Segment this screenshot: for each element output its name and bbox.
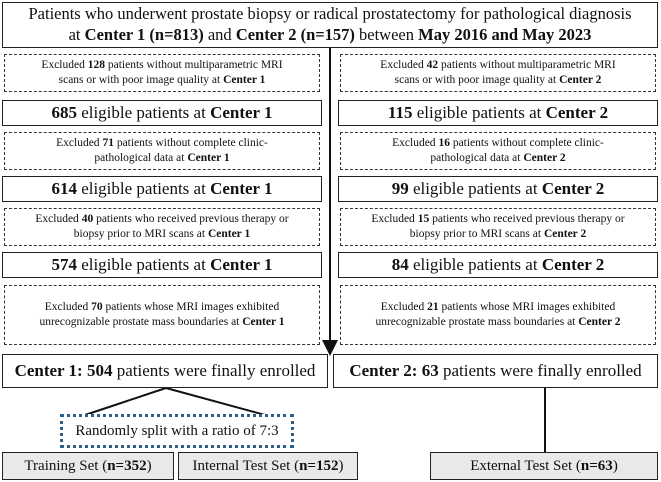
left-exclusion-4: Excluded 70 patients whose MRI images ex…	[4, 285, 320, 345]
right-eligible-3: 84 eligible patients at Center 2	[338, 252, 658, 278]
source-population-box: Patients who underwent prostate biopsy o…	[2, 2, 658, 48]
random-split-label: Randomly split with a ratio of 7:3	[75, 422, 279, 439]
right-exclusion-3: Excluded 15 patients who received previo…	[340, 208, 656, 246]
source-population-text: Patients who underwent prostate biopsy o…	[28, 4, 632, 24]
left-exclusion-1: Excluded 128 patients without multiparam…	[4, 54, 320, 92]
external-test-set-box: External Test Set (n=63)	[430, 452, 658, 480]
center1-count: Center 1 (n=813)	[84, 25, 204, 44]
training-set-box: Training Set (n=352)	[2, 452, 174, 480]
right-exclusion-1: Excluded 42 patients without multiparame…	[340, 54, 656, 92]
left-exclusion-2: Excluded 71 patients without complete cl…	[4, 132, 320, 170]
source-population-line1: Patients who underwent prostate biopsy o…	[28, 4, 631, 25]
text-between: between	[354, 25, 419, 44]
study-dates: May 2016 and May 2023	[418, 25, 592, 44]
text-and: and	[203, 25, 236, 44]
center2-count: Center 2 (n=157)	[235, 25, 355, 44]
left-eligible-2: 614 eligible patients at Center 1	[2, 176, 322, 202]
text-at: at	[68, 25, 85, 44]
random-split-box: Randomly split with a ratio of 7:3	[60, 414, 294, 448]
right-eligible-2: 99 eligible patients at Center 2	[338, 176, 658, 202]
right-exclusion-2: Excluded 16 patients without complete cl…	[340, 132, 656, 170]
right-exclusion-4: Excluded 21 patients whose MRI images ex…	[340, 285, 656, 345]
left-exclusion-3: Excluded 40 patients who received previo…	[4, 208, 320, 246]
left-final-enrolled: Center 1: 504 patients were finally enro…	[2, 354, 328, 388]
right-eligible-1: 115 eligible patients at Center 2	[338, 100, 658, 126]
split-line-right	[165, 387, 266, 416]
left-eligible-3: 574 eligible patients at Center 1	[2, 252, 322, 278]
left-eligible-1: 685 eligible patients at Center 1	[2, 100, 322, 126]
split-line-left	[84, 387, 167, 416]
internal-test-set-box: Internal Test Set (n=152)	[178, 452, 358, 480]
right-final-enrolled: Center 2: 63 patients were finally enrol…	[333, 354, 658, 388]
source-population-line2: at Center 1 (n=813) and Center 2 (n=157)…	[69, 25, 592, 46]
